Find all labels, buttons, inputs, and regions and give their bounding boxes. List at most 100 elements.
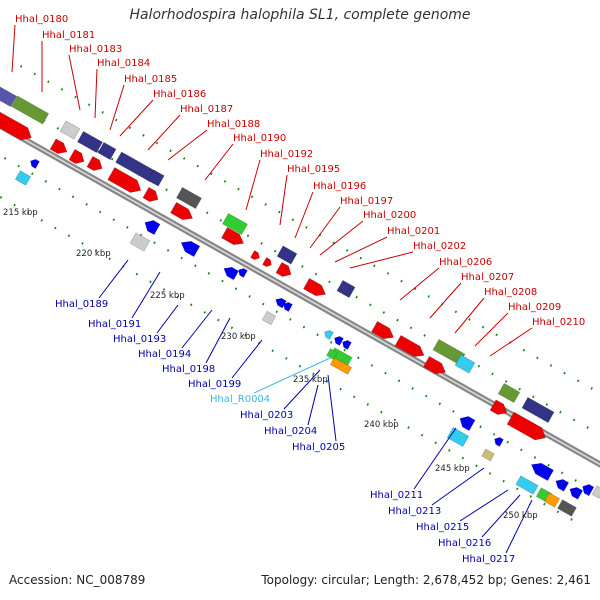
track-guide-line [19,65,600,395]
gene-feature [275,297,287,309]
gene-feature [107,167,142,193]
gene-label-forward: Hhal_0209 [508,302,561,313]
gene-feature [0,111,32,141]
gene-label-forward: Hhal_0186 [153,89,206,100]
gene-feature [454,354,476,374]
gene-feature [176,186,202,210]
label-leader-line [309,206,341,249]
gene-feature [86,155,103,171]
gene-feature [180,240,201,258]
gene-label-reverse: Hhal_0217 [462,554,515,565]
gene-feature [543,492,561,508]
gene-feature [530,462,554,482]
topology-label: Topology: circular; Length: 2,678,452 bp… [261,573,591,587]
gene-feature [481,448,495,462]
gene-feature [489,399,508,415]
gene-label-forward: Hhal_0188 [207,119,260,130]
gene-feature [303,277,327,297]
label-leader-line [167,129,208,161]
label-leader-line [334,236,388,263]
gene-feature [170,201,194,221]
gene-label-reverse: Hhal_0211 [370,490,423,501]
gene-feature [147,169,165,187]
gene-feature [555,479,570,492]
gene-label-forward: Hhal_0210 [532,317,585,328]
gene-feature [129,232,151,252]
gene-feature [459,416,476,432]
gene-label-forward: Hhal_0181 [42,30,95,41]
label-leader-line [205,317,231,364]
gene-label-forward: Hhal_0201 [387,226,440,237]
track-guide-line [2,96,600,436]
scale-tick-label: 220 kbp [76,249,111,259]
label-leader-line [307,384,319,426]
gene-label-forward: Hhal_0190 [233,133,286,144]
gene-label-forward: Hhal_0208 [484,287,537,298]
track-guide-line [0,195,581,525]
gene-feature [276,245,298,265]
gene-feature [324,329,334,340]
label-leader-line [119,99,154,137]
label-leader-line [349,251,414,269]
gene-feature [334,335,344,346]
gene-feature [582,484,595,497]
label-leader-line [399,267,440,301]
label-leader-line [505,499,533,554]
label-leader-line [181,309,213,349]
gene-feature [446,426,470,448]
gene-label-rna: Hhal_R0004 [210,394,270,405]
gene-feature [68,148,85,164]
gene-label-reverse: Hhal_0213 [388,506,441,517]
label-leader-line [413,427,457,490]
label-leader-line [489,327,533,357]
label-leader-line [231,339,263,379]
gene-feature [521,396,555,424]
gene-feature [497,382,521,404]
label-leader-line [279,174,288,226]
gene-feature [336,279,356,299]
gene-label-forward: Hhal_0196 [313,181,366,192]
gene-label-forward: Hhal_0197 [340,196,393,207]
gene-feature [275,261,292,277]
gene-feature [515,475,539,495]
gene-feature [77,130,103,154]
scale-tick-label: 225 kbp [150,291,185,301]
accession-label: Accession: NC_008789 [9,573,146,587]
gene-feature [494,436,504,447]
gene-label-forward: Hhal_0200 [363,210,416,221]
gene-label-forward: Hhal_0180 [15,14,68,25]
gene-feature [371,320,395,340]
label-leader-line [11,24,16,73]
gene-label-reverse: Hhal_0216 [438,538,491,549]
gene-feature [142,186,159,202]
label-leader-line [431,467,485,506]
gene-feature [591,485,600,499]
gene-feature [326,348,338,360]
label-leader-line [459,489,509,522]
gene-feature [223,266,239,281]
gene-label-forward: Hhal_0202 [413,241,466,252]
gene-feature [261,310,277,326]
label-leader-line [156,304,179,334]
gene-feature [49,138,68,154]
gene-label-reverse: Hhal_0205 [292,442,345,453]
gene-feature [506,411,546,441]
gene-feature [221,226,245,246]
gene-label-forward: Hhal_0192 [260,149,313,160]
gene-label-forward: Hhal_0184 [97,58,150,69]
scale-tick-label: 240 kbp [364,420,399,430]
gene-feature [30,158,40,169]
label-leader-line [98,259,129,299]
label-leader-line [68,54,81,111]
gene-label-forward: Hhal_0195 [287,164,340,175]
label-leader-line [294,191,314,239]
label-leader-line [109,84,125,131]
gene-label-forward: Hhal_0207 [461,272,514,283]
label-leader-line [319,220,364,256]
gene-feature [222,212,248,236]
gene-label-reverse: Hhal_0189 [55,299,108,310]
genome-title: Halorhodospira halophila SL1, complete g… [129,7,471,23]
gene-feature [238,267,248,278]
gene-label-reverse: Hhal_0215 [416,522,469,533]
